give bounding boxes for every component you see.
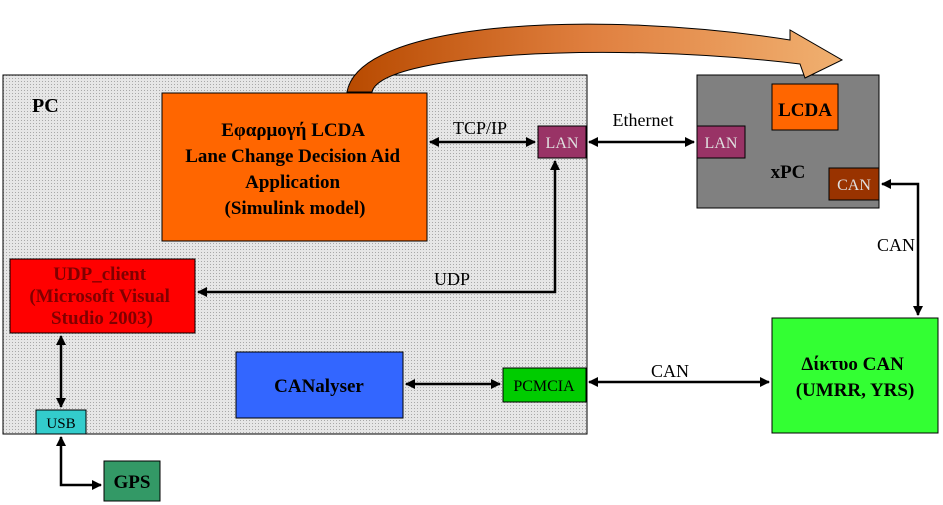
lcda-app-line-4: (Simulink model) [225,198,366,219]
can-network-line-2: (UMRR, YRS) [796,380,915,401]
pc-label: PC [32,95,59,117]
lcda-app-line-1: Εφαρμογή LCDA [221,120,365,141]
lcda-application-box: Εφαρμογή LCDA Lane Change Decision Aid A… [161,92,428,242]
can-pc-label: CAN [651,361,689,381]
xpc-can-port: CAN [828,167,880,201]
udp-link [197,160,560,297]
xpc-can-label: CAN [837,177,871,194]
svg-text:UDP_client (Microsoft Vi: UDP_client (Microsoft Visual Studio 2003… [29,264,174,329]
usb-label: USB [46,416,75,432]
udp-client-line-1: UDP_client [53,264,147,285]
can-xpc-label: CAN [877,235,915,255]
pc-lan-label: LAN [546,135,579,152]
gps-label: GPS [114,472,151,493]
lcda-app-line-2: Lane Change Decision Aid [185,146,400,167]
xpc-lan-port: LAN [696,125,746,159]
udp-label: UDP [434,269,470,289]
xpc-lan-label: LAN [705,135,738,152]
svg-text:Δίκτυο CAN (UMRR, YRS): Δίκτυο CAN (UMRR, YRS) [796,354,915,401]
canalyser-label: CANalyser [274,376,364,397]
xpc-can-network-link [881,179,923,316]
gps-box: GPS [103,460,161,502]
deploy-arrow [346,23,844,93]
canalyser-box: CANalyser [235,351,404,419]
pcmcia-label: PCMCIA [513,378,575,395]
usb-port: USB [35,409,87,435]
ethernet-label: Ethernet [613,110,674,130]
udp-client-box: UDP_client (Microsoft Visual Studio 2003… [9,258,196,334]
can-network-box: Δίκτυο CAN (UMRR, YRS) [771,317,939,434]
tcpip-label: TCP/IP [453,118,507,138]
pc-lan-port: LAN [537,125,587,159]
pcmcia-port: PCMCIA [502,367,587,403]
usb-gps-link [56,436,102,490]
can-network-line-1: Δίκτυο CAN [801,354,904,375]
connections [56,137,923,490]
udp-client-line-2: (Microsoft Visual [29,286,170,307]
xpc-lcda-block: LCDA [771,83,839,131]
udp-client-line-3: Studio 2003) [51,308,153,329]
xpc-label: xPC [771,162,806,183]
xpc-lcda-label: LCDA [778,100,832,121]
lcda-app-line-3: Application [245,172,340,193]
